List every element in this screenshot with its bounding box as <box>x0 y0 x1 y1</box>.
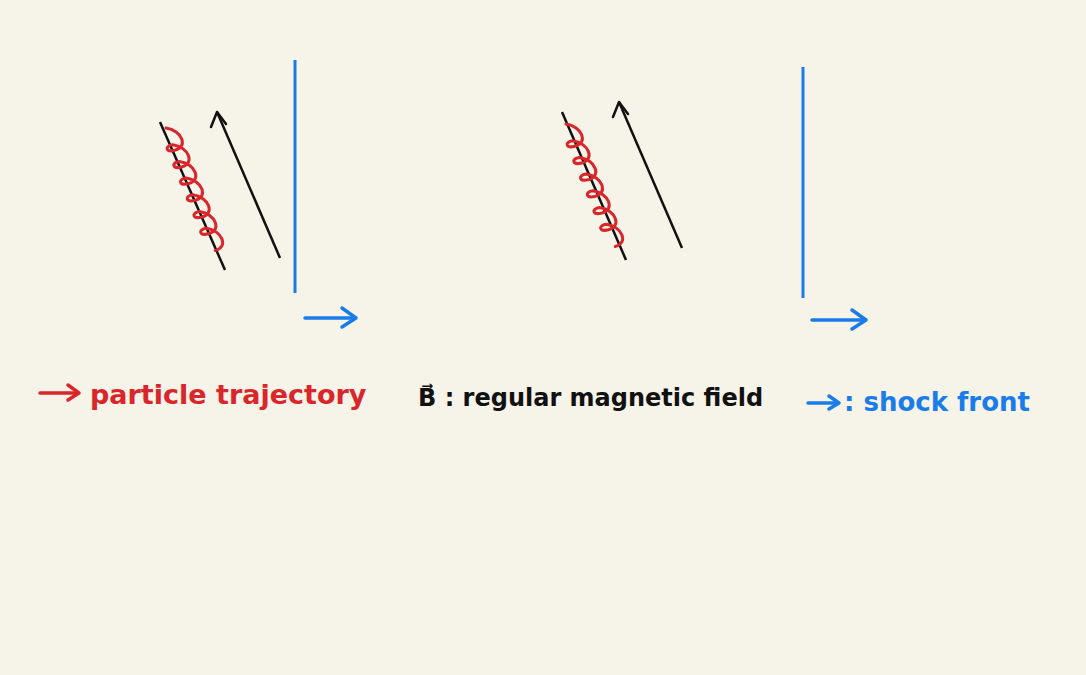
field-arrow <box>217 112 280 258</box>
shock-direction-arrow <box>305 316 355 320</box>
field-arrow <box>619 102 682 248</box>
shock-front <box>802 67 805 298</box>
shock-front <box>294 60 297 293</box>
legend-text: B⃗ : regular magnetic field <box>418 384 763 413</box>
arrow-head <box>211 112 226 127</box>
paper-ground <box>14 6 1080 670</box>
field-line <box>562 112 626 260</box>
legend-sample-blue-arrow <box>808 401 838 405</box>
arrow-head <box>342 308 356 327</box>
arrow-head <box>852 310 866 329</box>
legend-sample-red-arrow <box>40 391 78 395</box>
shock-direction-arrow <box>812 318 865 322</box>
panel-right <box>560 67 866 329</box>
particle-helix <box>560 120 625 249</box>
legend-text: : shock front <box>844 387 1030 418</box>
panel-left <box>160 60 356 327</box>
legend-text: particle trajectory <box>90 379 366 411</box>
particle-helix <box>160 124 225 253</box>
arrow-head <box>829 396 839 409</box>
arrow-head <box>613 102 628 117</box>
field-line <box>160 122 225 270</box>
arrow-head <box>68 385 79 400</box>
